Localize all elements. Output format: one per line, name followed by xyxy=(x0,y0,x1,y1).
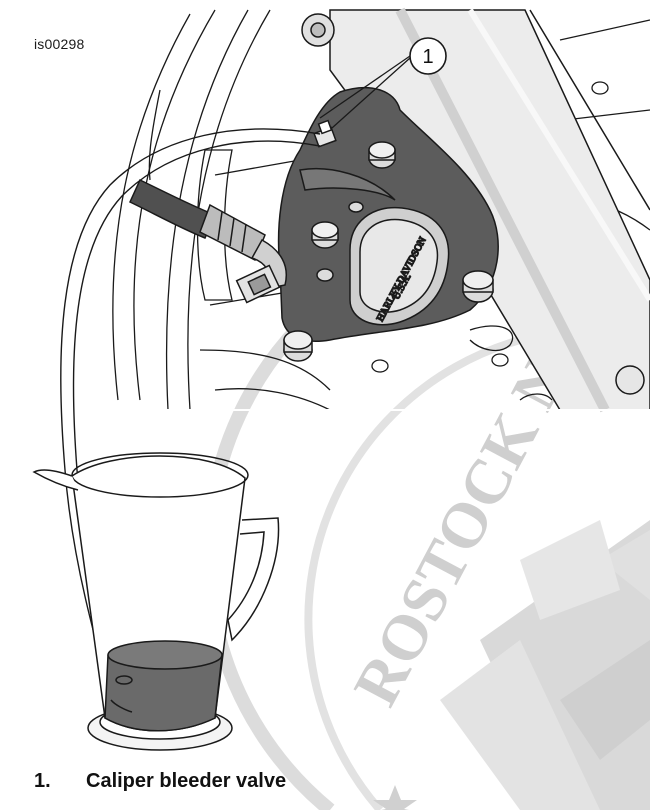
legend-item: 1. Caliper bleeder valve xyxy=(34,770,286,793)
measuring-pitcher xyxy=(32,452,280,751)
caliper-bleeder-valve xyxy=(313,119,337,148)
legend-number: 1. xyxy=(34,770,51,792)
figure-id: is00298 xyxy=(34,36,85,52)
callout-number: 1 xyxy=(422,46,433,68)
brake-caliper: HARLEY-DAVIDSON U.S.A. xyxy=(277,87,499,362)
legend-label: Caliper bleeder valve xyxy=(86,770,287,792)
callout-1: 1 xyxy=(319,37,447,129)
brake-line xyxy=(129,178,287,304)
